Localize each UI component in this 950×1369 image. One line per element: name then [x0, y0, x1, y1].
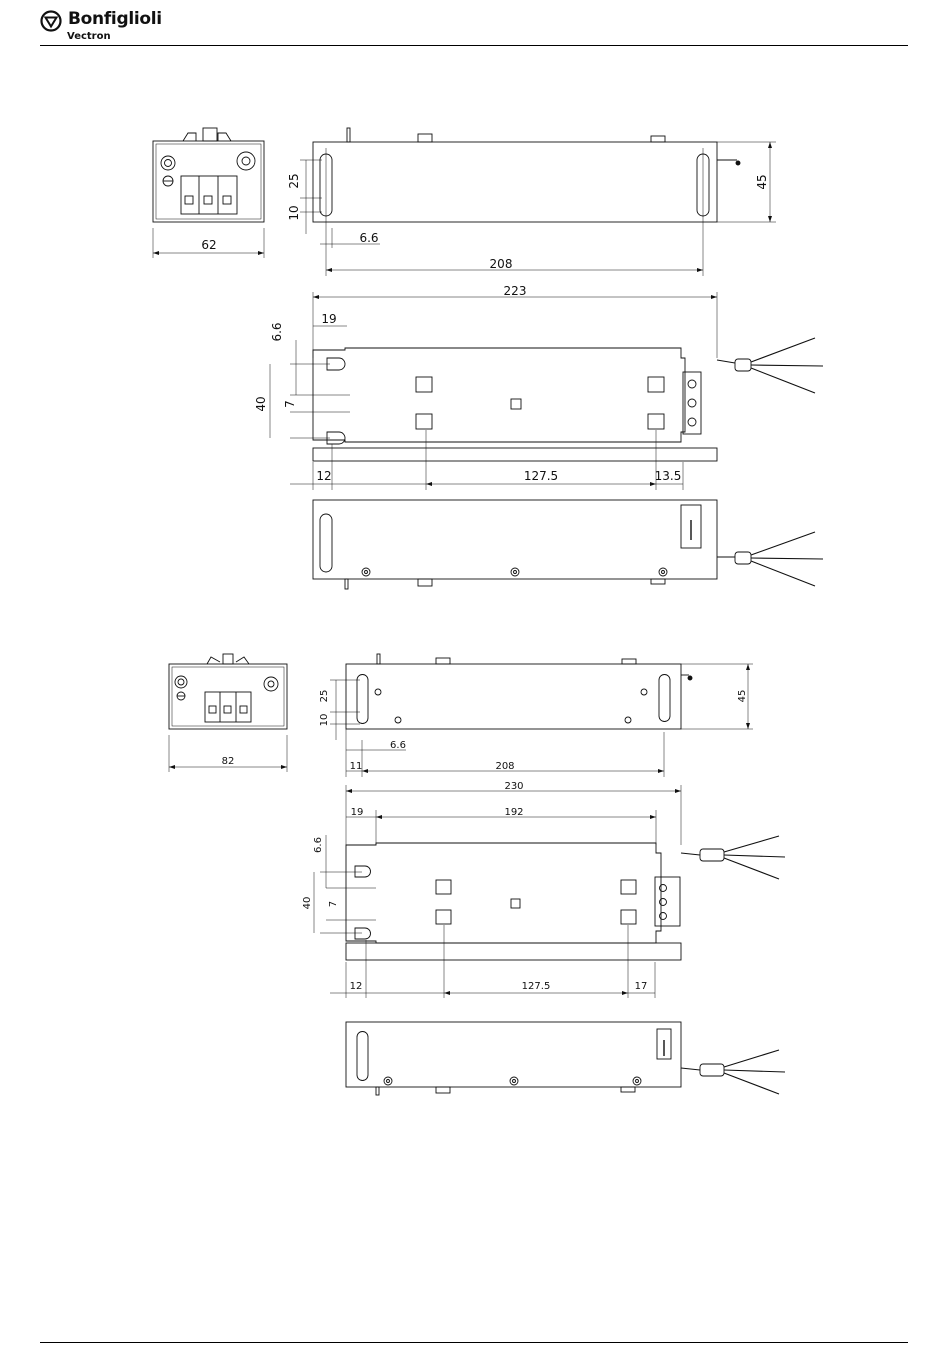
dim-1-top-208: 208: [490, 257, 513, 271]
top-view-1: [300, 128, 776, 276]
front-view-2: [169, 654, 287, 772]
side-view-2: [314, 785, 785, 998]
top-view-2: [330, 654, 753, 777]
dim-1-top-6-6: 6.6: [359, 231, 378, 245]
dim-2-top-11: 11: [350, 761, 363, 772]
dim-1-top-10: 10: [287, 205, 301, 220]
dim-1-top-45: 45: [755, 174, 769, 189]
bottom-view-1: [313, 500, 823, 589]
dim-2-top-45: 45: [737, 690, 748, 703]
drawing-1: [153, 128, 823, 589]
dim-2-front-width: 82: [222, 756, 235, 767]
dim-2-side-12: 12: [350, 981, 363, 992]
dimension-labels: 62 25 10 6.6 208 45 223 19 6.6 40 7 12 1…: [201, 173, 769, 992]
dim-2-side-7: 7: [328, 901, 339, 907]
dim-1-side-19: 19: [321, 312, 336, 326]
dim-2-side-192: 192: [504, 807, 523, 818]
dim-2-side-40: 40: [302, 897, 313, 910]
dim-1-top-25: 25: [287, 173, 301, 188]
dim-1-side-223: 223: [504, 284, 527, 298]
dim-2-top-25: 25: [319, 690, 330, 703]
dim-2-top-10: 10: [319, 714, 330, 727]
dim-2-side-19: 19: [351, 807, 364, 818]
bottom-view-2: [346, 1022, 785, 1095]
dim-2-top-208: 208: [495, 761, 514, 772]
drawing-2: [169, 654, 785, 1095]
dim-1-side-12: 12: [316, 469, 331, 483]
dim-1-side-7: 7: [283, 400, 297, 408]
dim-2-side-6-6: 6.6: [313, 837, 324, 853]
dim-1-side-13-5: 13.5: [655, 469, 682, 483]
dim-1-side-40: 40: [254, 396, 268, 411]
dim-1-side-6-6: 6.6: [270, 322, 284, 341]
dim-1-front-width: 62: [201, 238, 216, 252]
side-view-1: [270, 292, 823, 490]
dim-2-side-230: 230: [504, 781, 523, 792]
dim-2-top-6-6: 6.6: [390, 740, 406, 751]
dim-1-side-127-5: 127.5: [524, 469, 558, 483]
dim-2-side-17: 17: [635, 981, 648, 992]
dim-2-side-127-5: 127.5: [522, 981, 551, 992]
